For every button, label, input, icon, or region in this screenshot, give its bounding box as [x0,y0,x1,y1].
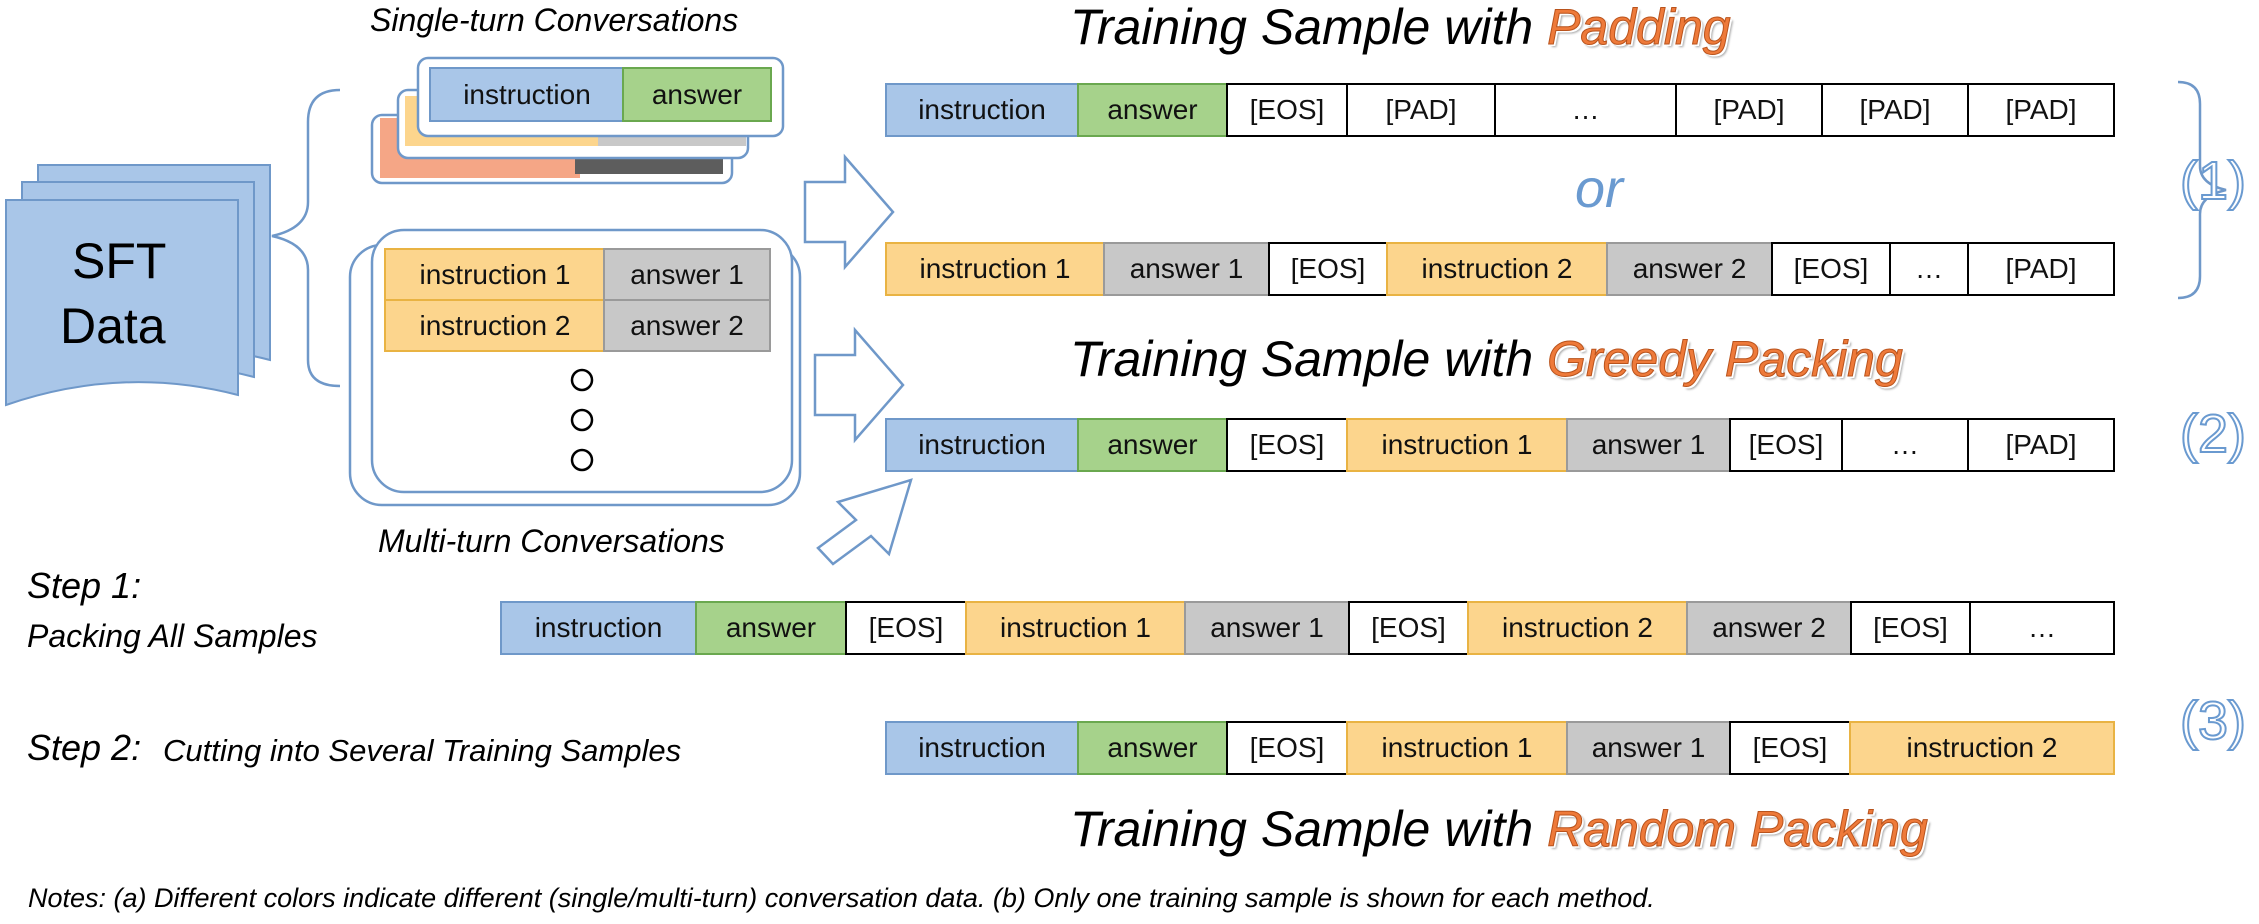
seq-pad: [PAD] [1967,418,2115,472]
seq-answer: answer [1077,721,1228,775]
seq-pad: [PAD] [1821,83,1969,137]
multi-turn-instruction-2-cell: instruction 2 [384,299,606,352]
seq-eos: [EOS] [1226,418,1348,472]
or-label: or [1575,159,1624,219]
marker-2: (2) [2179,403,2247,465]
seq-ellipsis: … [1969,601,2115,655]
seq-pad: [PAD] [1675,83,1823,137]
seq-ellipsis: … [1494,83,1677,137]
seq-answer: answer [1077,83,1228,137]
seq-instruction-2: instruction 2 [1849,721,2115,775]
seq-ellipsis: … [1889,242,1969,296]
marker-1: (1) [2179,150,2247,212]
seq-instruction-1: instruction 1 [1346,721,1568,775]
seq-answer-2: answer 2 [1686,601,1852,655]
seq-pad: [PAD] [1346,83,1496,137]
seq-instruction-1: instruction 1 [965,601,1186,655]
seq-eos: [EOS] [1771,242,1891,296]
seq-instruction-1: instruction 1 [885,242,1105,296]
padding-header-highlight: Padding [1547,0,1731,56]
seq-pad: [PAD] [1967,83,2115,137]
multi-turn-answer-2-cell: answer 2 [603,299,771,352]
seq-eos: [EOS] [1348,601,1469,655]
seq-instruction: instruction [885,721,1079,775]
single-turn-title: Single-turn Conversations [370,2,739,38]
greedy-header-prefix: Training Sample with [1070,331,1548,387]
seq-eos: [EOS] [1729,418,1843,472]
seq-pad: [PAD] [1967,242,2115,296]
random-header-highlight: Random Packing [1547,801,1929,858]
seq-instruction-2: instruction 2 [1467,601,1688,655]
multi-turn-answer-1-cell: answer 1 [603,248,771,301]
step2-title: Step 2: [27,727,142,768]
single-turn-instruction-cell: instruction [429,67,625,122]
multi-turn-title: Multi-turn Conversations [378,523,725,559]
step1-title: Step 1: [27,565,142,606]
marker-3: (3) [2179,690,2247,752]
seq-eos: [EOS] [1226,83,1348,137]
single-turn-answer-cell: answer [622,67,772,122]
random-header: Training Sample with Random Packing [1070,800,1928,858]
padding-header: Training Sample with Padding [1070,0,1731,56]
seq-instruction: instruction [500,601,697,655]
seq-answer: answer [695,601,847,655]
greedy-header: Training Sample with Greedy Packing [1070,330,1903,388]
padding-header-prefix: Training Sample with [1070,0,1548,55]
seq-answer-1: answer 1 [1566,721,1731,775]
seq-ellipsis: … [1841,418,1969,472]
seq-answer-1: answer 1 [1566,418,1731,472]
seq-answer: answer [1077,418,1228,472]
sft-label-line-2: Data [60,298,166,354]
seq-eos: [EOS] [1729,721,1851,775]
notes-footer: Notes: (a) Different colors indicate dif… [28,883,1655,913]
greedy-header-highlight: Greedy Packing [1547,331,1904,388]
seq-eos: [EOS] [1850,601,1971,655]
random-header-prefix: Training Sample with [1070,801,1548,857]
seq-answer-1: answer 1 [1103,242,1270,296]
seq-eos: [EOS] [1268,242,1388,296]
seq-answer-1: answer 1 [1184,601,1350,655]
seq-eos: [EOS] [845,601,967,655]
seq-instruction: instruction [885,83,1079,137]
multi-turn-instruction-1-cell: instruction 1 [384,248,606,301]
seq-instruction-2: instruction 2 [1386,242,1608,296]
step2-desc: Cutting into Several Training Samples [163,733,682,768]
seq-instruction: instruction [885,418,1079,472]
sft-label-line-1: SFT [72,233,167,289]
seq-instruction-1: instruction 1 [1346,418,1568,472]
seq-eos: [EOS] [1226,721,1348,775]
seq-answer-2: answer 2 [1606,242,1773,296]
step1-desc: Packing All Samples [27,618,318,654]
